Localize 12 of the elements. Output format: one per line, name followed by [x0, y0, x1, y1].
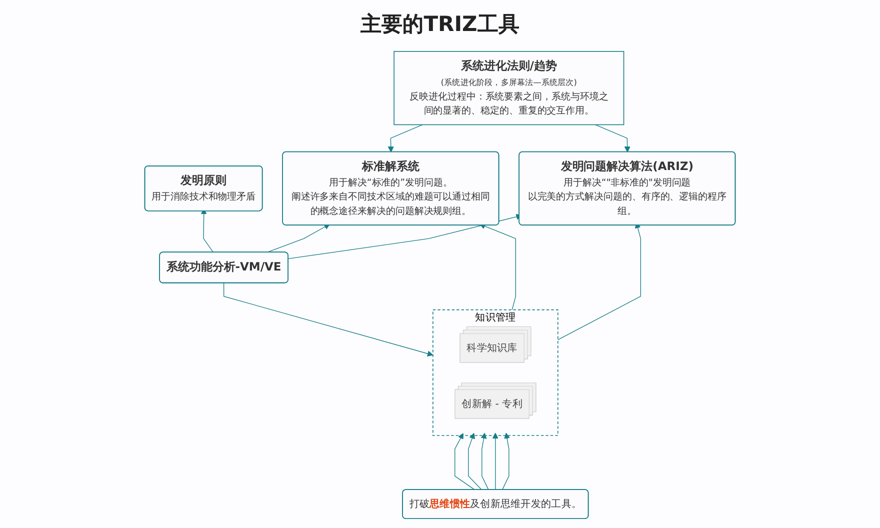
- arrow: [388, 124, 423, 152]
- arrow: [223, 282, 434, 356]
- node-box: 系统进化法则/趋势 (系统进化阶段，多屏幕法—系统层次) 反映进化过程中：系统要素之间，系统与环境之间的显著的、稳定的、重复的交互作用。: [394, 51, 624, 126]
- arrow: [479, 223, 516, 310]
- arrow: [502, 432, 510, 490]
- arrow: [492, 432, 498, 490]
- arrow: [468, 432, 482, 490]
- arrow: [454, 433, 475, 490]
- arrow: [480, 432, 489, 490]
- arrow: [266, 224, 330, 253]
- diagram-title: 主要的TRIZ工具: [360, 11, 520, 38]
- arrow: [594, 124, 630, 152]
